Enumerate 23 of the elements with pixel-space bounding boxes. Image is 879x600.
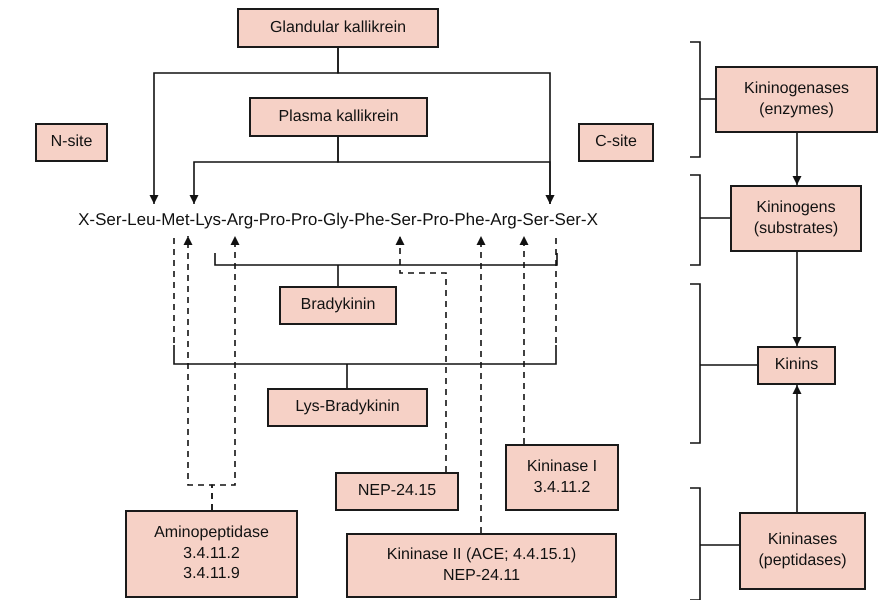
label-box: Lys-Bradykinin — [267, 388, 428, 427]
dashed-arrow — [396, 236, 447, 472]
label-box: Kinins — [757, 346, 836, 385]
label-box: Aminopeptidase 3.4.11.2 3.4.11.9 — [125, 510, 298, 598]
label-box: Plasma kallikrein — [249, 97, 428, 137]
label-box: Kininogenases (enzymes) — [715, 66, 878, 133]
label-box: Kininase II (ACE; 4.4.15.1) NEP-24.11 — [346, 533, 617, 598]
dashed-arrow — [476, 236, 486, 533]
label-box: Glandular kallikrein — [237, 8, 439, 48]
label-box: C-site — [578, 123, 654, 162]
peptide-sequence: X-Ser-Leu-Met-Lys-Arg-Pro-Pro-Gly-Phe-Ser-Pro-Phe-Arg-Ser-Ser-X — [8, 204, 668, 236]
label-box: Bradykinin — [279, 286, 397, 325]
arrow — [792, 385, 802, 512]
arrow — [337, 137, 554, 204]
dashed-arrow — [211, 236, 240, 510]
arrow — [792, 133, 802, 185]
arrow — [792, 252, 802, 346]
label-box: NEP-24.15 — [335, 472, 459, 511]
label-box: Kininogens (substrates) — [730, 185, 862, 252]
label-box: N-site — [35, 123, 108, 162]
label-box: Kininases (peptidases) — [739, 512, 866, 590]
dashed-arrow — [520, 236, 528, 444]
label-box: Kininase I 3.4.11.2 — [505, 444, 619, 511]
